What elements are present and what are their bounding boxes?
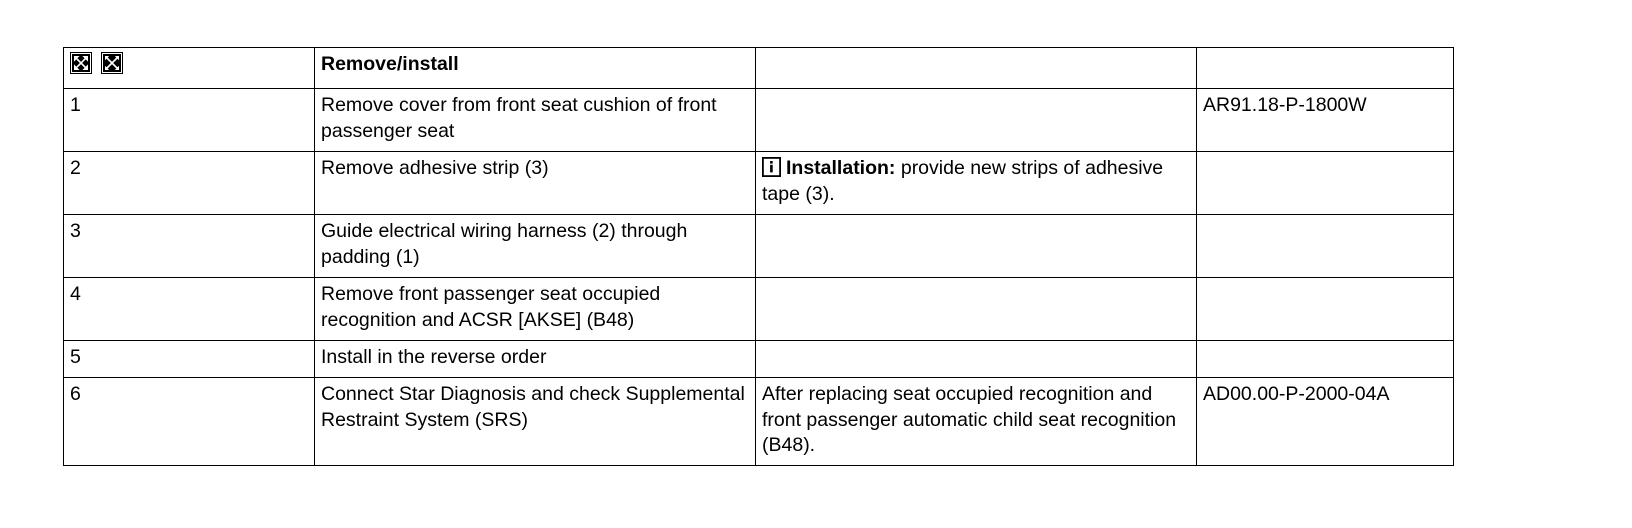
row-task-text: Install in the reverse order <box>314 340 756 378</box>
row-task-text: Remove cover from front seat cushion of … <box>314 88 756 152</box>
remove-install-procedure-table: Remove/install 1 Remove cover from front… <box>63 47 1454 467</box>
row-step-number: 3 <box>63 214 315 278</box>
row-note-text <box>755 88 1197 152</box>
table-row: 3 Guide electrical wiring harness (2) th… <box>63 214 1454 278</box>
table-header-row: Remove/install <box>63 47 1454 89</box>
table-row: 1 Remove cover from front seat cushion o… <box>63 88 1454 152</box>
row-task-text: Remove front passenger seat occupied rec… <box>314 277 756 341</box>
row-doc-reference <box>1196 214 1454 278</box>
row-note-cell: Installation: provide new strips of adhe… <box>755 151 1197 215</box>
header-cell-note <box>755 47 1197 89</box>
collapse-all-icon[interactable] <box>101 52 123 74</box>
header-cell-icons <box>63 47 315 89</box>
row-doc-reference <box>1196 340 1454 378</box>
table-row: 6 Connect Star Diagnosis and check Suppl… <box>63 376 1454 467</box>
row-task-text: Guide electrical wiring harness (2) thro… <box>314 214 756 278</box>
row-step-number: 5 <box>63 340 315 378</box>
row-doc-reference[interactable]: AD00.00-P-2000-04A <box>1196 376 1454 467</box>
row-doc-reference[interactable]: AR91.18-P-1800W <box>1196 88 1454 152</box>
row-doc-reference <box>1196 277 1454 341</box>
expand-all-icon[interactable] <box>70 52 92 74</box>
row-note-text <box>755 214 1197 278</box>
row-step-number: 2 <box>63 151 315 215</box>
row-step-number: 6 <box>63 376 315 467</box>
row-note-text: After replacing seat occupied recognitio… <box>755 376 1197 467</box>
table-row: 2 Remove adhesive strip (3) Installation… <box>63 151 1454 215</box>
header-cell-task: Remove/install <box>314 47 756 89</box>
header-cell-doc-ref <box>1196 47 1454 89</box>
row-step-number: 4 <box>63 277 315 341</box>
row-task-text: Connect Star Diagnosis and check Supplem… <box>314 376 756 467</box>
icon-group <box>70 52 308 74</box>
row-task-text: Remove adhesive strip (3) <box>314 151 756 215</box>
info-icon <box>762 157 781 177</box>
row-note-text: provide new strips of adhesive tape (3). <box>762 157 1164 205</box>
table-row: 5 Install in the reverse order <box>63 340 1454 378</box>
row-note-text <box>755 340 1197 378</box>
row-note-text <box>755 277 1197 341</box>
note-label-installation: Installation: <box>786 157 896 179</box>
row-doc-reference <box>1196 151 1454 215</box>
row-step-number: 1 <box>63 88 315 152</box>
table-row: 4 Remove front passenger seat occupied r… <box>63 277 1454 341</box>
